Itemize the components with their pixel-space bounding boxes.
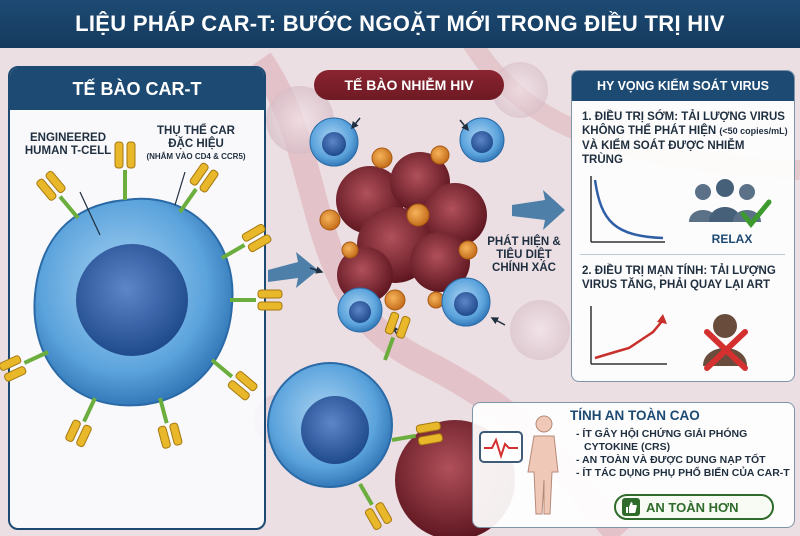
early-treatment-text: 1. ĐIỀU TRỊ SỚM: TẢI LƯỢNG VIRUS KHÔNG T… (582, 111, 788, 167)
x-mark-icon (704, 329, 748, 371)
checkmark-icon (740, 199, 772, 228)
increasing-curve-icon (590, 306, 667, 365)
chronic-treatment-text: 2. ĐIỀU TRỊ MẠN TÍNH: TẢI LƯỢNG VIRUS TĂ… (582, 265, 776, 292)
early-treatment-graphic (590, 176, 772, 243)
safer-badge: AN TOÀN HƠN (614, 494, 774, 520)
engineered-cell-label: ENGINEERED HUMAN T-CELL (24, 132, 112, 158)
safety-bullets: - ÍT GÂY HỘI CHỨNG GIẢI PHÓNG CYTOKINE (… (576, 428, 790, 480)
car-receptors (0, 141, 283, 449)
section-divider (580, 254, 785, 255)
right-arrow-icon (512, 190, 565, 230)
safety-header: TÍNH AN TOÀN CAO (570, 408, 700, 423)
engineered-t-cell (0, 141, 283, 449)
safer-badge-label: AN TOÀN HƠN (646, 499, 739, 515)
virus-control-panel: HY VỌNG KIỂM SOÁT VIRUS (571, 70, 795, 382)
heart-monitor-icon (479, 431, 523, 463)
human-figure-icon (527, 415, 559, 515)
car-receptor-label: THỤ THỂ CAR ĐẶC HIỆU (NHẮM VÀO CD4 & CCR… (146, 125, 246, 162)
relax-label: RELAX (711, 232, 753, 246)
infected-cell-cluster (309, 117, 506, 337)
chronic-treatment-graphic (590, 306, 748, 371)
infected-cell-header: TẾ BÀO NHIỄM HIV (314, 70, 504, 100)
small-t-cells (309, 117, 505, 333)
thumbs-up-icon (622, 498, 640, 516)
car-t-panel-header: TẾ BÀO CAR-T (10, 68, 264, 110)
t-cell-nucleus (76, 244, 188, 356)
safety-graphic (479, 415, 559, 515)
right-arrow-icon (268, 252, 318, 288)
hiv-virus-particles (319, 145, 478, 311)
page-title: LIỆU PHÁP CAR-T: BƯỚC NGOẶT MỚI TRONG ĐI… (0, 0, 800, 48)
detect-destroy-label: PHÁT HIỆN & TIÊU DIỆT CHÍNH XÁC (487, 236, 561, 275)
people-icon (689, 179, 761, 222)
virus-control-header: HY VỌNG KIỂM SOÁT VIRUS (572, 71, 794, 101)
decreasing-curve-icon (590, 176, 665, 243)
